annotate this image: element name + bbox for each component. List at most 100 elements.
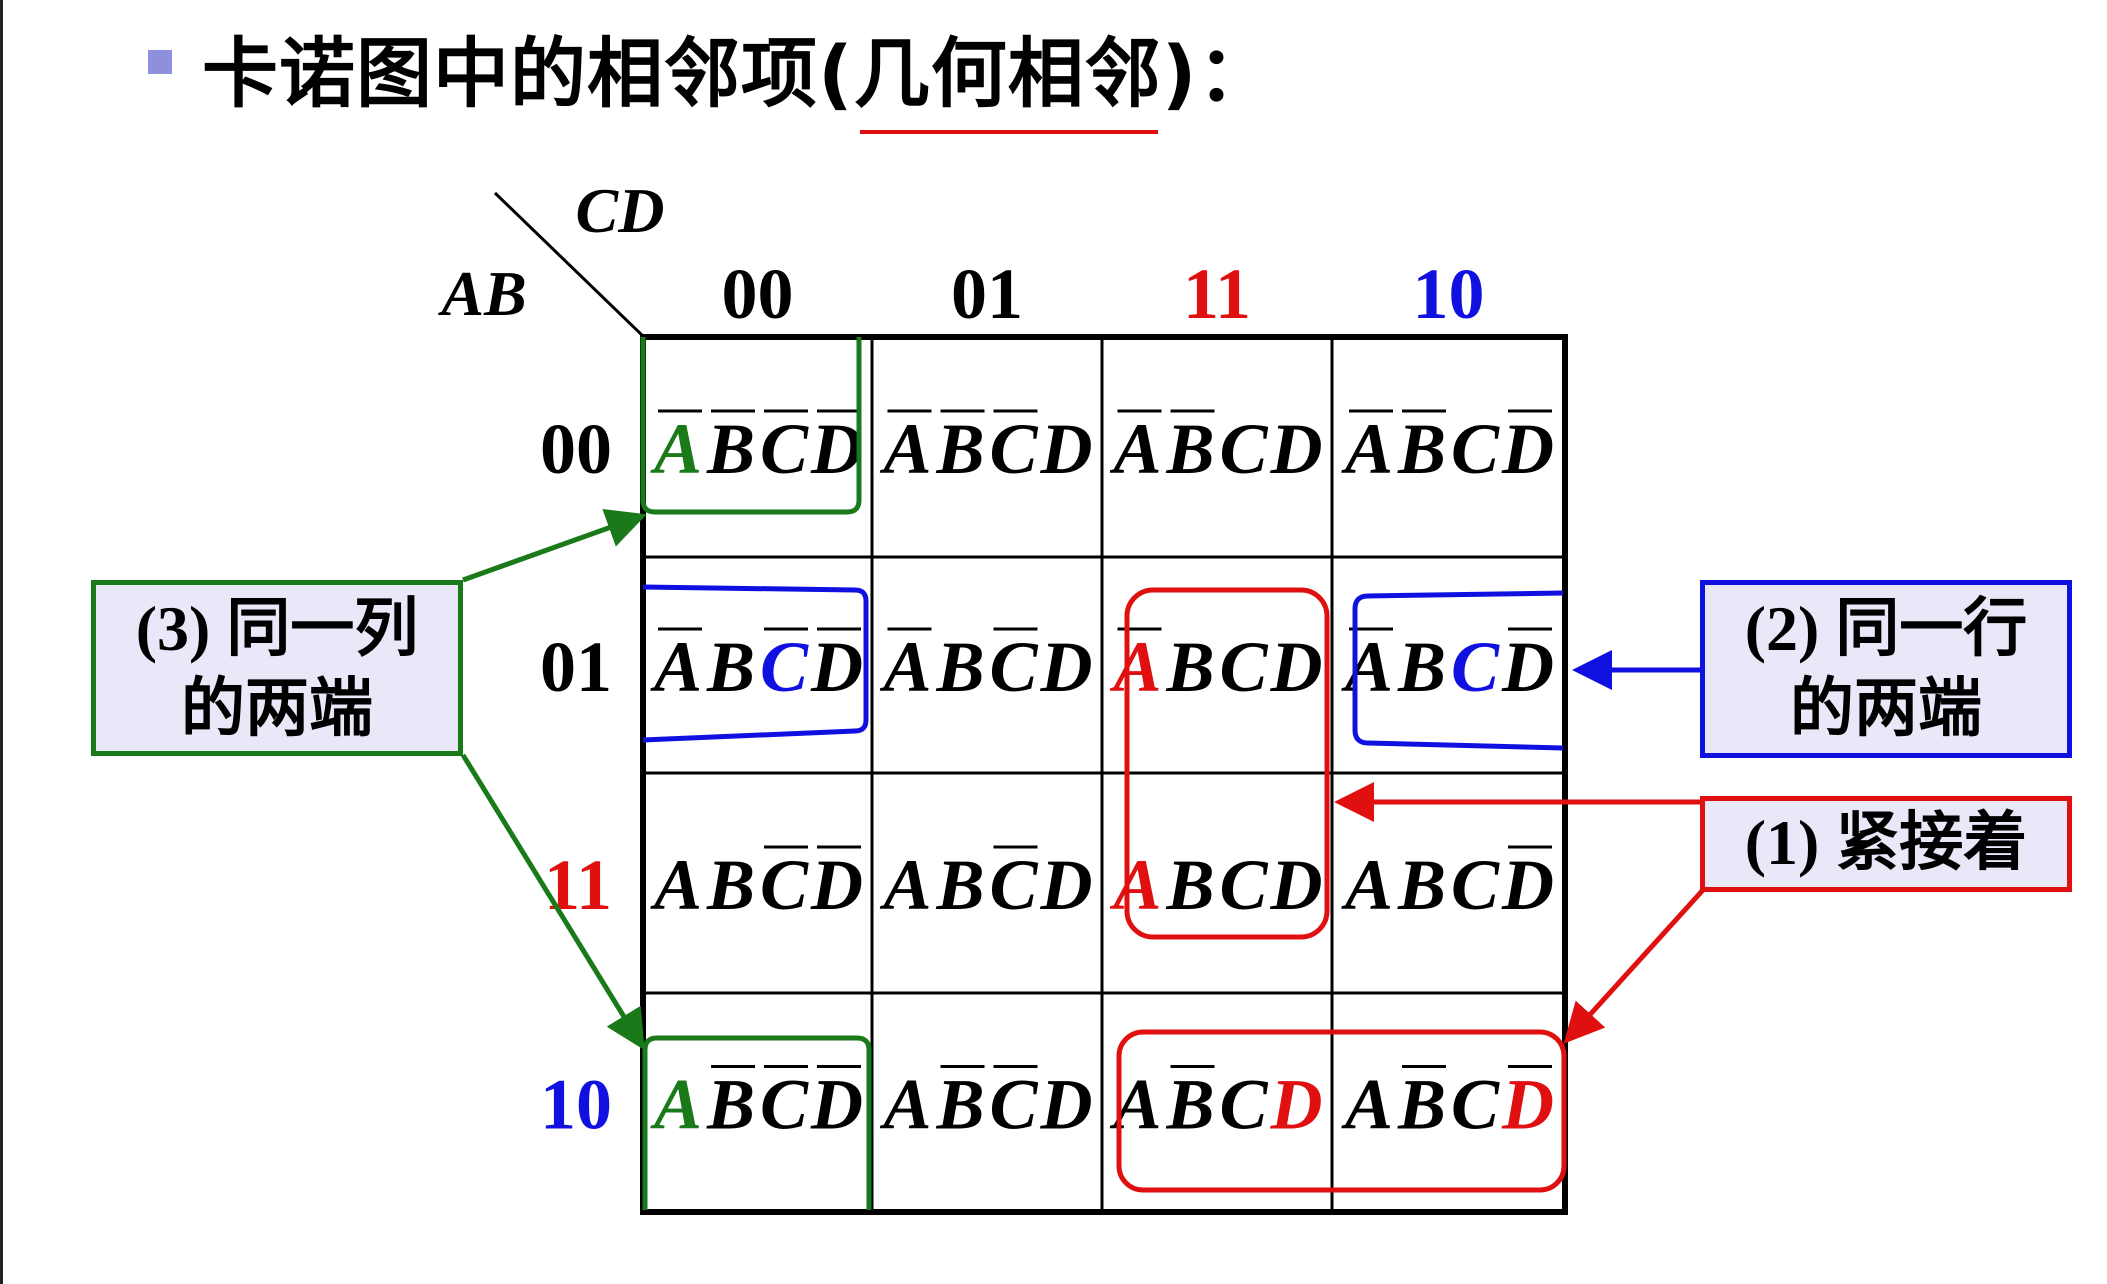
minterm-letter: C bbox=[989, 845, 1038, 925]
callout-column-ends: (3) 同一列 的两端 bbox=[91, 580, 463, 756]
col-variable-label: CD bbox=[576, 175, 665, 246]
window-edge-line bbox=[0, 0, 3, 1284]
minterm-letter: C bbox=[760, 845, 809, 925]
minterm-letter: C bbox=[1219, 409, 1268, 489]
minterm-letter: C bbox=[1451, 627, 1500, 707]
minterm-letter: C bbox=[1451, 409, 1500, 489]
callout-row-ends-line1: (2) 同一行 bbox=[1744, 593, 2028, 664]
minterm-letter: C bbox=[1219, 627, 1268, 707]
minterm-letter: A bbox=[879, 845, 931, 925]
callout-adjacent-line1: (1) 紧接着 bbox=[1744, 807, 2028, 878]
group-row-ends-left bbox=[642, 584, 869, 743]
minterm-letter: B bbox=[1397, 627, 1446, 707]
group-column-ends-top bbox=[640, 337, 862, 515]
row-header-1: 01 bbox=[540, 627, 612, 707]
minterm-letter: C bbox=[1451, 845, 1500, 925]
minterm-letter: B bbox=[1397, 1065, 1446, 1145]
minterm-letter: D bbox=[1040, 1065, 1093, 1145]
minterm-letter: B bbox=[935, 1065, 984, 1145]
corner-diagonal bbox=[493, 191, 647, 340]
minterm-letter: D bbox=[810, 845, 863, 925]
group-row-ends-right bbox=[1352, 590, 1564, 751]
minterm-letter: D bbox=[1270, 409, 1323, 489]
minterm-letter: B bbox=[1397, 409, 1446, 489]
minterm-letter: A bbox=[650, 1065, 702, 1145]
minterm-letter: B bbox=[706, 845, 755, 925]
minterm-letter: C bbox=[1451, 1065, 1500, 1145]
minterm-letter: D bbox=[1040, 409, 1093, 489]
minterm-letter: B bbox=[1165, 845, 1214, 925]
minterm-letter: D bbox=[1270, 1065, 1323, 1145]
minterm-letter: A bbox=[650, 845, 702, 925]
minterm-letter: B bbox=[1165, 1065, 1214, 1145]
minterm-letter: C bbox=[989, 409, 1038, 489]
col-header-3: 10 bbox=[1413, 254, 1485, 334]
minterm-letter: A bbox=[1341, 627, 1393, 707]
arrow-to-top-green bbox=[462, 508, 647, 583]
minterm-letter: A bbox=[1109, 845, 1161, 925]
minterm-letter: A bbox=[879, 1065, 931, 1145]
minterm-letter: A bbox=[1341, 845, 1393, 925]
col-header-1: 01 bbox=[951, 254, 1023, 334]
minterm-letter: C bbox=[989, 627, 1038, 707]
bullet-icon bbox=[148, 50, 172, 74]
minterm-letter: C bbox=[760, 627, 809, 707]
minterm-letter: A bbox=[1109, 409, 1161, 489]
minterm-letter: A bbox=[1341, 1065, 1393, 1145]
minterm-letter: D bbox=[810, 627, 863, 707]
callout-column-ends-line1: (3) 同一列 bbox=[135, 593, 419, 664]
minterm-letter: A bbox=[879, 627, 931, 707]
minterm-letter: A bbox=[879, 409, 931, 489]
minterm-letter: A bbox=[1109, 627, 1161, 707]
minterm-letter: A bbox=[1341, 409, 1393, 489]
row-header-2: 11 bbox=[544, 845, 612, 925]
slide-title: 卡诺图中的相邻项(几何相邻)： bbox=[202, 12, 1275, 134]
minterm-letter: B bbox=[935, 627, 984, 707]
title-underlined: 几何相邻 bbox=[854, 12, 1162, 134]
callout-row-ends-line2: 的两端 bbox=[1790, 673, 1982, 744]
minterm-letter: D bbox=[1270, 627, 1323, 707]
minterm-letter: B bbox=[706, 409, 755, 489]
minterm-letter: C bbox=[1219, 845, 1268, 925]
minterm-letter: D bbox=[1501, 845, 1554, 925]
minterm-letter: B bbox=[1165, 409, 1214, 489]
minterm-letter: B bbox=[1397, 845, 1446, 925]
row-variable-label: AB bbox=[437, 258, 526, 329]
arrow-to-bottom-green bbox=[460, 753, 645, 1051]
minterm-letter: A bbox=[650, 409, 702, 489]
minterm-letter: D bbox=[1501, 409, 1554, 489]
group-adjacent-horizontal bbox=[1116, 1029, 1567, 1193]
minterm-letter: D bbox=[1501, 627, 1554, 707]
minterm-letter: B bbox=[1165, 627, 1214, 707]
minterm-letter: D bbox=[1501, 1065, 1554, 1145]
title-end: )： bbox=[1161, 29, 1275, 118]
minterm-letter: B bbox=[935, 845, 984, 925]
minterm-letter: C bbox=[760, 409, 809, 489]
group-adjacent-vertical bbox=[1124, 587, 1330, 940]
title-main: 卡诺图中的相邻项( bbox=[202, 29, 854, 118]
callout-column-ends-line2: 的两端 bbox=[181, 673, 373, 744]
col-header-0: 00 bbox=[722, 254, 794, 334]
minterm-letter: C bbox=[1219, 1065, 1268, 1145]
minterm-letter: C bbox=[760, 1065, 809, 1145]
minterm-letter: A bbox=[650, 627, 702, 707]
callout-adjacent: (1) 紧接着 bbox=[1700, 796, 2072, 892]
minterm-letter: D bbox=[1040, 627, 1093, 707]
minterm-letter: C bbox=[989, 1065, 1038, 1145]
minterm-letter: D bbox=[810, 409, 863, 489]
minterm-letter: D bbox=[810, 1065, 863, 1145]
